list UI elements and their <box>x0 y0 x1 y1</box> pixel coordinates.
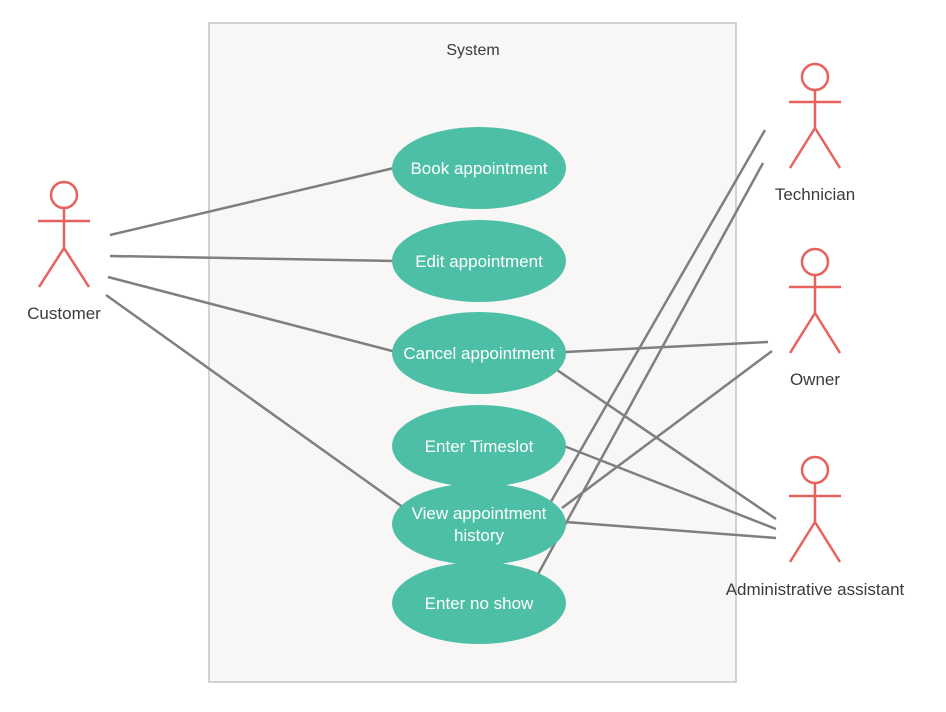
system-title: System <box>446 42 499 59</box>
use-case-history-label-line2: history <box>454 526 505 545</box>
use-case-cancel[interactable]: Cancel appointment <box>392 312 566 394</box>
connectors <box>105 129 777 577</box>
link-technician-noshow <box>535 162 765 577</box>
use-case-book-label: Book appointment <box>410 159 547 178</box>
use-case-edit-label: Edit appointment <box>415 252 543 271</box>
use-case-book[interactable]: Book appointment <box>392 127 566 209</box>
use-case-history-label-line1: View appointment <box>412 504 547 523</box>
use-case-timeslot-label: Enter Timeslot <box>425 437 534 456</box>
actor-admin-label: Administrative assistant <box>726 580 905 599</box>
actor-customer-label: Customer <box>27 304 101 323</box>
link-technician-history <box>543 129 767 513</box>
link-admin-cancel <box>556 368 777 521</box>
link-customer-cancel <box>107 275 397 354</box>
actor-technician[interactable] <box>788 62 842 169</box>
use-case-history[interactable]: View appointment history <box>392 483 566 565</box>
actor-admin[interactable] <box>788 455 842 563</box>
link-owner-cancel <box>564 340 769 354</box>
link-customer-book <box>109 166 395 237</box>
link-admin-timeslot <box>563 444 777 531</box>
use-case-timeslot[interactable]: Enter Timeslot <box>392 405 566 487</box>
use-case-noshow[interactable]: Enter no show <box>392 562 566 644</box>
use-case-noshow-label: Enter no show <box>425 594 534 613</box>
actor-owner-label: Owner <box>790 370 840 389</box>
use-case-edit[interactable]: Edit appointment <box>392 220 566 302</box>
link-admin-history <box>565 520 777 540</box>
actor-owner[interactable] <box>788 247 842 354</box>
link-customer-edit <box>109 254 395 263</box>
use-case-cancel-label: Cancel appointment <box>403 344 554 363</box>
link-customer-history <box>105 293 405 510</box>
link-owner-history <box>561 349 773 510</box>
actor-technician-label: Technician <box>775 185 855 204</box>
actor-customer[interactable] <box>37 180 91 288</box>
